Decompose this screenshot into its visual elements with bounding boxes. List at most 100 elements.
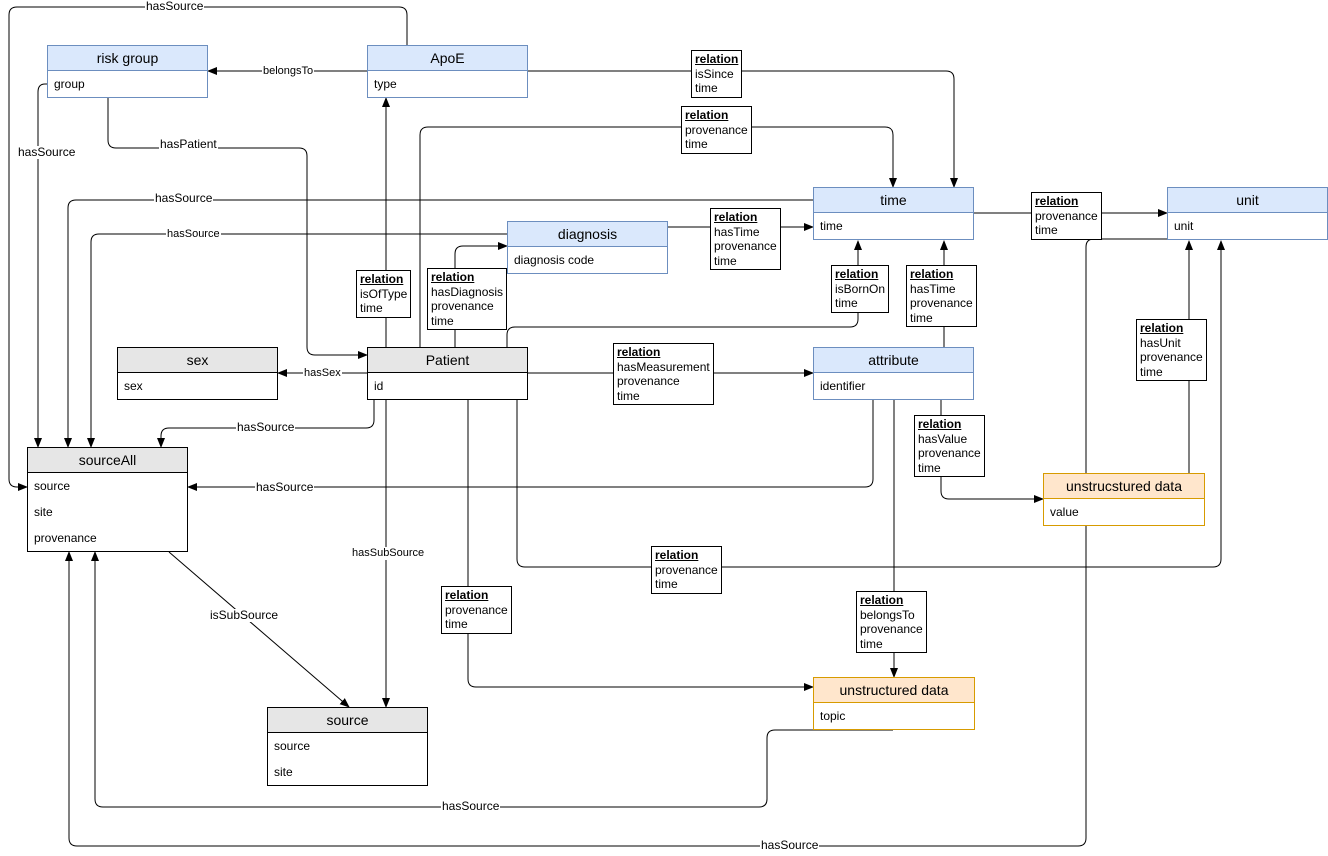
edge-label-attribute-has-source: hasSource bbox=[255, 480, 315, 494]
relation-box-diagnosis-time[interactable]: relation hasTime provenance time bbox=[710, 208, 781, 270]
edge-label-has-sex: hasSex bbox=[303, 367, 342, 380]
relation-line: hasDiagnosis bbox=[431, 284, 504, 299]
entity-unstrucstured-data[interactable]: unstrucstured data value bbox=[1043, 473, 1205, 526]
relation-title: relation bbox=[860, 593, 904, 607]
relation-line: provenance bbox=[714, 239, 777, 253]
relation-line: provenance bbox=[431, 299, 494, 313]
edge-risk-group-has-patient bbox=[107, 97, 368, 359]
relation-line: provenance bbox=[1140, 350, 1203, 364]
entity-diagnosis[interactable]: diagnosis diagnosis code bbox=[507, 221, 668, 274]
relation-line: time bbox=[860, 636, 883, 651]
entity-field: sex bbox=[124, 379, 143, 393]
relation-line: provenance bbox=[918, 446, 981, 460]
relation-line: time bbox=[445, 617, 468, 631]
edge-diagnosis-has-source bbox=[87, 233, 507, 448]
edge-label-has-patient: hasPatient bbox=[159, 137, 218, 151]
entity-field: unit bbox=[1174, 219, 1194, 233]
edge-label-has-sub-source: hasSubSource bbox=[351, 547, 426, 560]
edge-patient-provenance-time bbox=[419, 126, 897, 347]
entity-time[interactable]: time time bbox=[813, 187, 974, 240]
relation-line: time bbox=[360, 301, 383, 315]
edge-apoe-is-since-time bbox=[527, 70, 958, 188]
edge-label-risk-has-source: hasSource bbox=[17, 145, 77, 159]
relation-box-patient-unstructured[interactable]: relation provenance time bbox=[441, 586, 512, 634]
relation-title: relation bbox=[360, 272, 404, 286]
relation-line: isBornOn bbox=[835, 281, 886, 296]
relation-line: hasTime bbox=[910, 281, 956, 296]
entity-title: sourceAll bbox=[28, 448, 187, 473]
relation-line: time bbox=[714, 253, 737, 268]
relation-title: relation bbox=[1140, 321, 1184, 335]
relation-title: relation bbox=[835, 267, 879, 281]
edge-source-all-is-sub-source bbox=[168, 551, 350, 708]
relation-line: hasUnit bbox=[1140, 335, 1181, 350]
edge-label-unstrucstured-has-source: hasSource bbox=[760, 838, 820, 852]
entity-sex[interactable]: sex sex bbox=[117, 347, 278, 400]
relation-box-has-measurement[interactable]: relation hasMeasurement provenance time bbox=[613, 343, 714, 405]
relation-box-is-of-type[interactable]: relation isOfType time bbox=[356, 270, 412, 318]
relation-line: time bbox=[910, 310, 933, 325]
entity-field: group bbox=[54, 77, 85, 91]
entity-field: id bbox=[374, 379, 384, 393]
entity-field: time bbox=[820, 219, 843, 233]
relation-title: relation bbox=[695, 52, 739, 66]
relation-box-has-value[interactable]: relation hasValue provenance time bbox=[914, 415, 985, 477]
relation-box-time-unit[interactable]: relation provenance time bbox=[1031, 192, 1102, 240]
entity-title: unit bbox=[1168, 188, 1327, 213]
relation-title: relation bbox=[918, 417, 962, 431]
edge-attribute-has-source bbox=[187, 399, 874, 491]
relation-line: provenance bbox=[685, 122, 748, 137]
relation-title: relation bbox=[910, 267, 954, 281]
edge-label-patient-has-source: hasSource bbox=[236, 420, 296, 434]
relation-line: time bbox=[431, 313, 454, 328]
edge-time-has-source bbox=[64, 199, 813, 448]
entity-title: Patient bbox=[368, 348, 527, 373]
edge-unstructured-has-source bbox=[91, 551, 893, 808]
relation-box-patient-time[interactable]: relation provenance time bbox=[681, 106, 752, 154]
entity-source[interactable]: source source site bbox=[267, 707, 428, 786]
entity-field: source bbox=[274, 739, 311, 753]
entity-title: unstructured data bbox=[814, 678, 974, 703]
relation-line: isOfType bbox=[360, 286, 408, 301]
entity-title: ApoE bbox=[368, 46, 527, 71]
entity-unstructured-data[interactable]: unstructured data topic bbox=[813, 677, 975, 730]
relation-box-belongs-to-unstructured[interactable]: relation belongsTo provenance time bbox=[856, 591, 927, 653]
edge-patient-is-born-on bbox=[506, 240, 862, 347]
relation-box-has-diagnosis[interactable]: relation hasDiagnosis provenance time bbox=[427, 268, 508, 330]
entity-title: time bbox=[814, 188, 973, 213]
entity-apoe[interactable]: ApoE type bbox=[367, 45, 528, 98]
entity-patient[interactable]: Patient id bbox=[367, 347, 528, 400]
entity-source-all[interactable]: sourceAll source site provenance bbox=[27, 447, 188, 552]
relation-line: hasValue bbox=[918, 431, 968, 446]
entity-field: diagnosis code bbox=[514, 253, 595, 267]
relation-line: time bbox=[1140, 364, 1163, 379]
entity-unit[interactable]: unit unit bbox=[1167, 187, 1328, 240]
relation-line: provenance bbox=[445, 602, 508, 617]
entity-risk-group[interactable]: risk group group bbox=[47, 45, 208, 98]
relation-box-patient-unit[interactable]: relation provenance time bbox=[651, 546, 722, 594]
entity-field: topic bbox=[820, 709, 846, 723]
relation-box-is-since[interactable]: relation isSince time bbox=[691, 50, 743, 98]
relation-box-attribute-time[interactable]: relation hasTime provenance time bbox=[906, 265, 977, 327]
entity-attribute[interactable]: attribute identifier bbox=[813, 347, 974, 400]
relation-line: isSince bbox=[695, 66, 734, 81]
edge-label-has-source-top: hasSource bbox=[145, 0, 205, 13]
entity-field: site bbox=[34, 505, 53, 519]
entity-title: unstrucstured data bbox=[1044, 474, 1204, 499]
entity-title: source bbox=[268, 708, 427, 733]
edge-patient-provenance-unit bbox=[516, 240, 1225, 568]
relation-line: time bbox=[918, 460, 941, 475]
relation-line: time bbox=[1035, 223, 1058, 237]
relation-box-has-unit[interactable]: relation hasUnit provenance time bbox=[1136, 319, 1207, 381]
edge-patient-provenance-unstructured bbox=[467, 399, 814, 691]
entity-title: attribute bbox=[814, 348, 973, 373]
edge-apoe-has-source-top bbox=[8, 6, 408, 491]
relation-line: time bbox=[617, 388, 640, 403]
edge-label-time-has-source: hasSource bbox=[154, 191, 214, 205]
relation-box-is-born-on[interactable]: relation isBornOn time bbox=[831, 265, 890, 313]
entity-field: provenance bbox=[34, 531, 97, 545]
edge-label-diagnosis-has-source: hasSource bbox=[166, 228, 221, 241]
relation-line: time bbox=[655, 577, 678, 591]
entity-field: type bbox=[374, 77, 397, 91]
